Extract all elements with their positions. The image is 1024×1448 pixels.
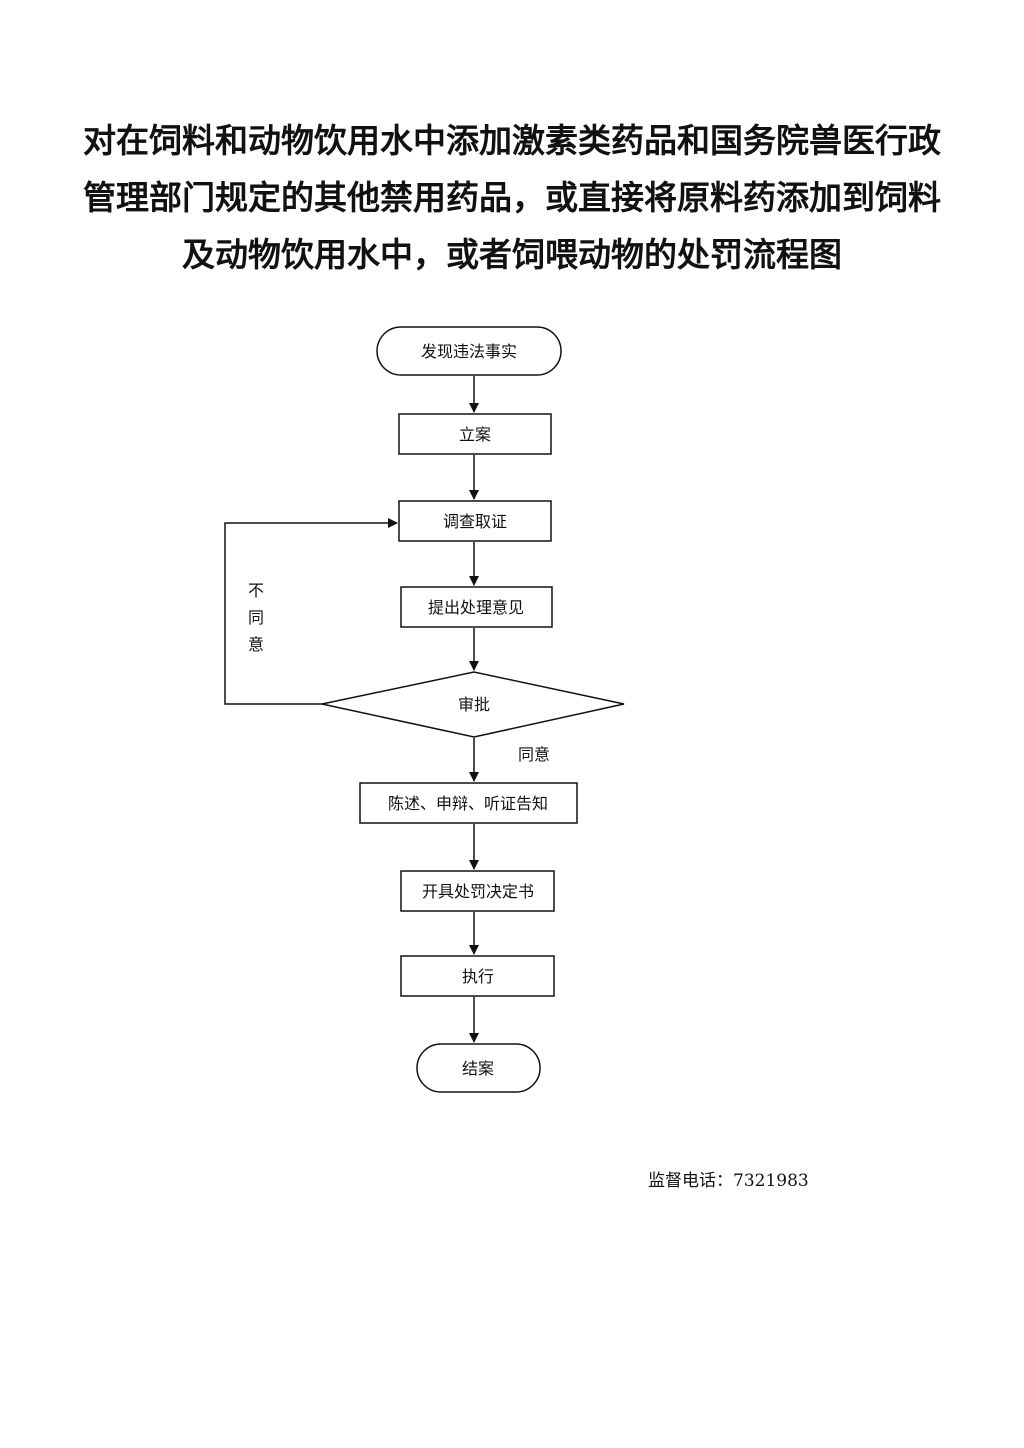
title-line-1: 对在饲料和动物饮用水中添加激素类药品和国务院兽医行政 <box>83 121 941 160</box>
node-file-case-label: 立案 <box>459 425 491 444</box>
label-agree: 同意 <box>518 745 550 764</box>
node-propose-label: 提出处理意见 <box>428 598 524 617</box>
node-end-label: 结案 <box>462 1059 494 1078</box>
node-execute-label: 执行 <box>462 967 494 986</box>
label-reject-char-2: 同 <box>248 608 264 627</box>
node-investigate: 调查取证 <box>398 500 552 542</box>
node-end: 结案 <box>416 1043 541 1093</box>
label-reject-char-3: 意 <box>248 635 264 654</box>
node-investigate-label: 调查取证 <box>443 512 507 531</box>
supervision-phone: 监督电话：7321983 <box>648 1171 809 1191</box>
title-line-3: 及动物饮用水中，或者饲喂动物的处罚流程图 <box>182 235 842 274</box>
node-notify-label: 陈述、申辩、听证告知 <box>388 794 548 813</box>
node-approve: 审批 <box>321 671 625 738</box>
node-file-case: 立案 <box>398 413 552 455</box>
node-propose: 提出处理意见 <box>400 586 553 628</box>
node-decision: 开具处罚决定书 <box>400 870 555 912</box>
node-approve-label: 审批 <box>458 695 490 714</box>
node-start-label: 发现违法事实 <box>421 342 517 361</box>
node-notify: 陈述、申辩、听证告知 <box>359 782 578 824</box>
label-reject: 不 同 意 <box>248 581 264 654</box>
title-line-2: 管理部门规定的其他禁用药品，或直接将原料药添加到饲料 <box>83 178 941 217</box>
page-title: 对在饲料和动物饮用水中添加激素类药品和国务院兽医行政 管理部门规定的其他禁用药品… <box>60 112 964 283</box>
arrow-reject-loop <box>224 518 398 705</box>
node-execute: 执行 <box>400 955 555 997</box>
node-start: 发现违法事实 <box>376 326 562 376</box>
node-decision-label: 开具处罚决定书 <box>422 882 534 901</box>
label-reject-char-1: 不 <box>248 581 264 600</box>
